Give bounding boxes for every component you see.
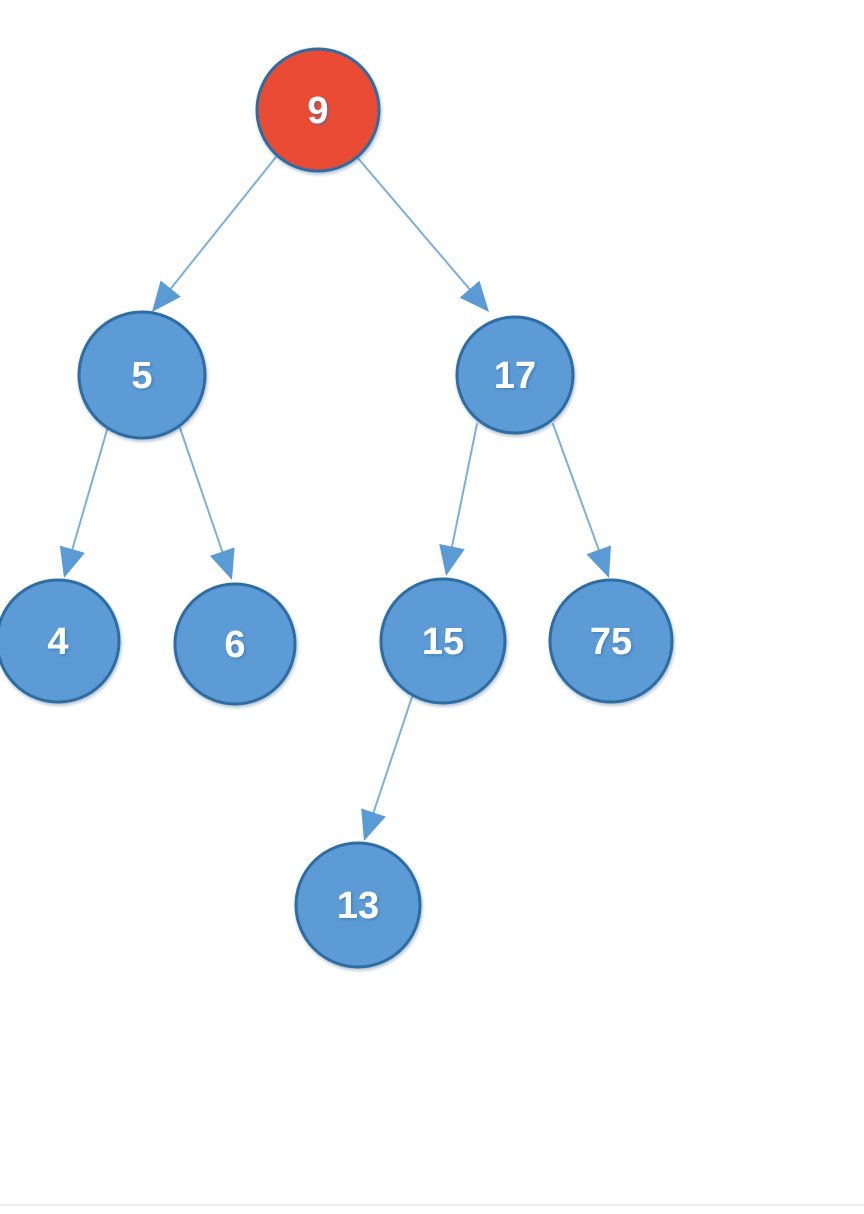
node-label: 5 bbox=[131, 355, 152, 397]
edge-arrowhead-icon bbox=[439, 544, 465, 576]
edge-line bbox=[356, 156, 474, 294]
node-circle[interactable] bbox=[255, 47, 381, 173]
edge-line bbox=[552, 423, 602, 555]
edge-arrowhead-icon bbox=[361, 808, 386, 841]
tree-edge bbox=[439, 423, 478, 576]
node-label: 17 bbox=[494, 355, 536, 397]
edge-arrowhead-icon bbox=[152, 280, 181, 312]
node-label: 75 bbox=[590, 621, 632, 663]
edge-arrowhead-icon bbox=[586, 545, 611, 578]
edge-line bbox=[371, 696, 413, 818]
edge-line bbox=[450, 423, 478, 552]
tree-edge bbox=[361, 696, 413, 841]
tree-node[interactable]: 9 bbox=[255, 47, 381, 173]
node-circle[interactable] bbox=[548, 578, 674, 704]
edge-arrowhead-icon bbox=[59, 545, 85, 578]
node-label: 6 bbox=[224, 624, 245, 666]
tree-node[interactable]: 17 bbox=[455, 315, 575, 435]
edge-line bbox=[70, 429, 108, 555]
node-circle[interactable] bbox=[77, 310, 207, 440]
edge-line bbox=[167, 156, 277, 293]
tree-edge bbox=[179, 427, 235, 580]
node-label: 4 bbox=[47, 621, 68, 663]
tree-node[interactable]: 6 bbox=[173, 582, 297, 706]
tree-node[interactable]: 13 bbox=[294, 841, 422, 969]
tree-node[interactable]: 15 bbox=[379, 577, 507, 705]
tree-node[interactable]: 75 bbox=[548, 578, 674, 704]
tree-edge bbox=[152, 156, 277, 312]
node-circle[interactable] bbox=[379, 577, 507, 705]
tree-edge bbox=[552, 423, 611, 578]
nodes-layer: 9 5 17 4 6 15 75 13 bbox=[0, 47, 674, 969]
edge-line bbox=[179, 427, 225, 557]
node-circle[interactable] bbox=[294, 841, 422, 969]
node-label: 9 bbox=[307, 90, 328, 132]
node-circle[interactable] bbox=[0, 578, 121, 704]
edges-layer bbox=[59, 156, 611, 841]
tree-node[interactable]: 4 bbox=[0, 578, 121, 704]
node-circle[interactable] bbox=[455, 315, 575, 435]
tree-node[interactable]: 5 bbox=[77, 310, 207, 440]
tree-edge bbox=[356, 156, 489, 312]
edge-arrowhead-icon bbox=[459, 280, 489, 312]
edge-arrowhead-icon bbox=[209, 547, 235, 580]
node-label: 13 bbox=[337, 885, 379, 927]
node-circle[interactable] bbox=[173, 582, 297, 706]
node-label: 15 bbox=[422, 621, 464, 663]
tree-edge bbox=[59, 429, 108, 578]
